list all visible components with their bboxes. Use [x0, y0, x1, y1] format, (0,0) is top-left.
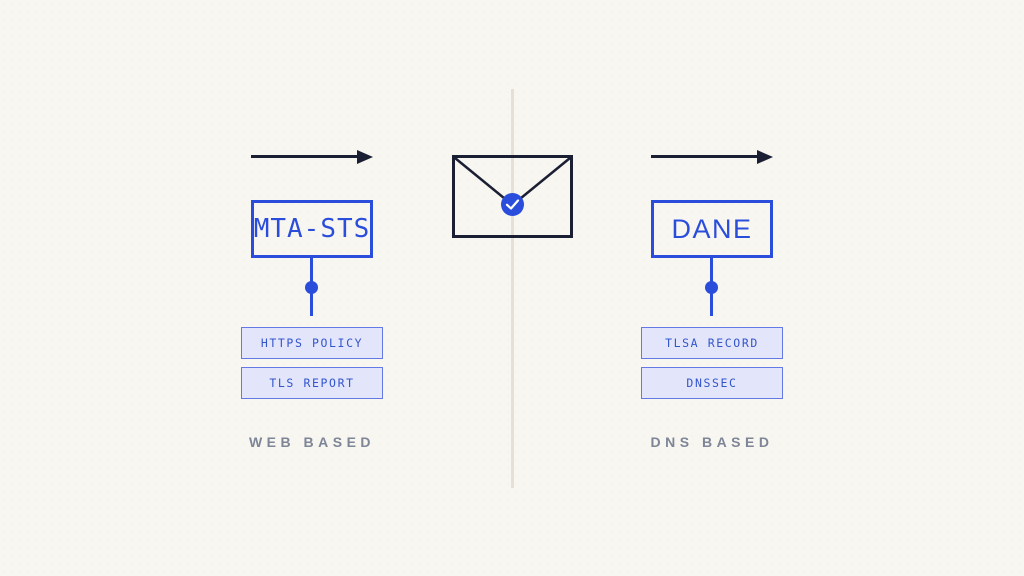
caption-text: DNS BASED	[650, 434, 774, 450]
feature-chip-tlsa-record[interactable]: TLSA RECORD	[641, 327, 783, 359]
feature-chip-label: HTTPS POLICY	[260, 336, 364, 350]
arrow-head	[757, 150, 773, 164]
flow-arrow-web	[251, 150, 373, 164]
column-caption-dns: DNS BASED	[611, 434, 813, 450]
connector-dot-dns	[705, 281, 718, 294]
arrow-head	[357, 150, 373, 164]
feature-chip-dnssec[interactable]: DNSSEC	[641, 367, 783, 399]
protocol-label-dane: DANE	[671, 213, 753, 244]
column-caption-web: WEB BASED	[211, 434, 413, 450]
feature-chip-https-policy[interactable]: HTTPS POLICY	[241, 327, 383, 359]
connector-dot-web	[305, 281, 318, 294]
caption-text: WEB BASED	[248, 434, 376, 450]
email-envelope	[452, 155, 573, 238]
protocol-label-mta-sts: MTA-STS	[253, 214, 371, 244]
arrow-shaft	[251, 155, 359, 158]
protocol-box-mta-sts[interactable]: MTA-STS	[251, 200, 373, 258]
arrow-shaft	[651, 155, 759, 158]
protocol-box-dane[interactable]: DANE	[651, 200, 773, 258]
feature-chip-label: DNSSEC	[686, 376, 738, 390]
verified-check-badge	[501, 193, 524, 216]
flow-arrow-dns	[651, 150, 773, 164]
vertical-divider	[511, 89, 514, 488]
feature-chip-tls-report[interactable]: TLS REPORT	[241, 367, 383, 399]
feature-chip-label: TLS REPORT	[269, 376, 355, 390]
feature-chip-label: TLSA RECORD	[665, 336, 759, 350]
